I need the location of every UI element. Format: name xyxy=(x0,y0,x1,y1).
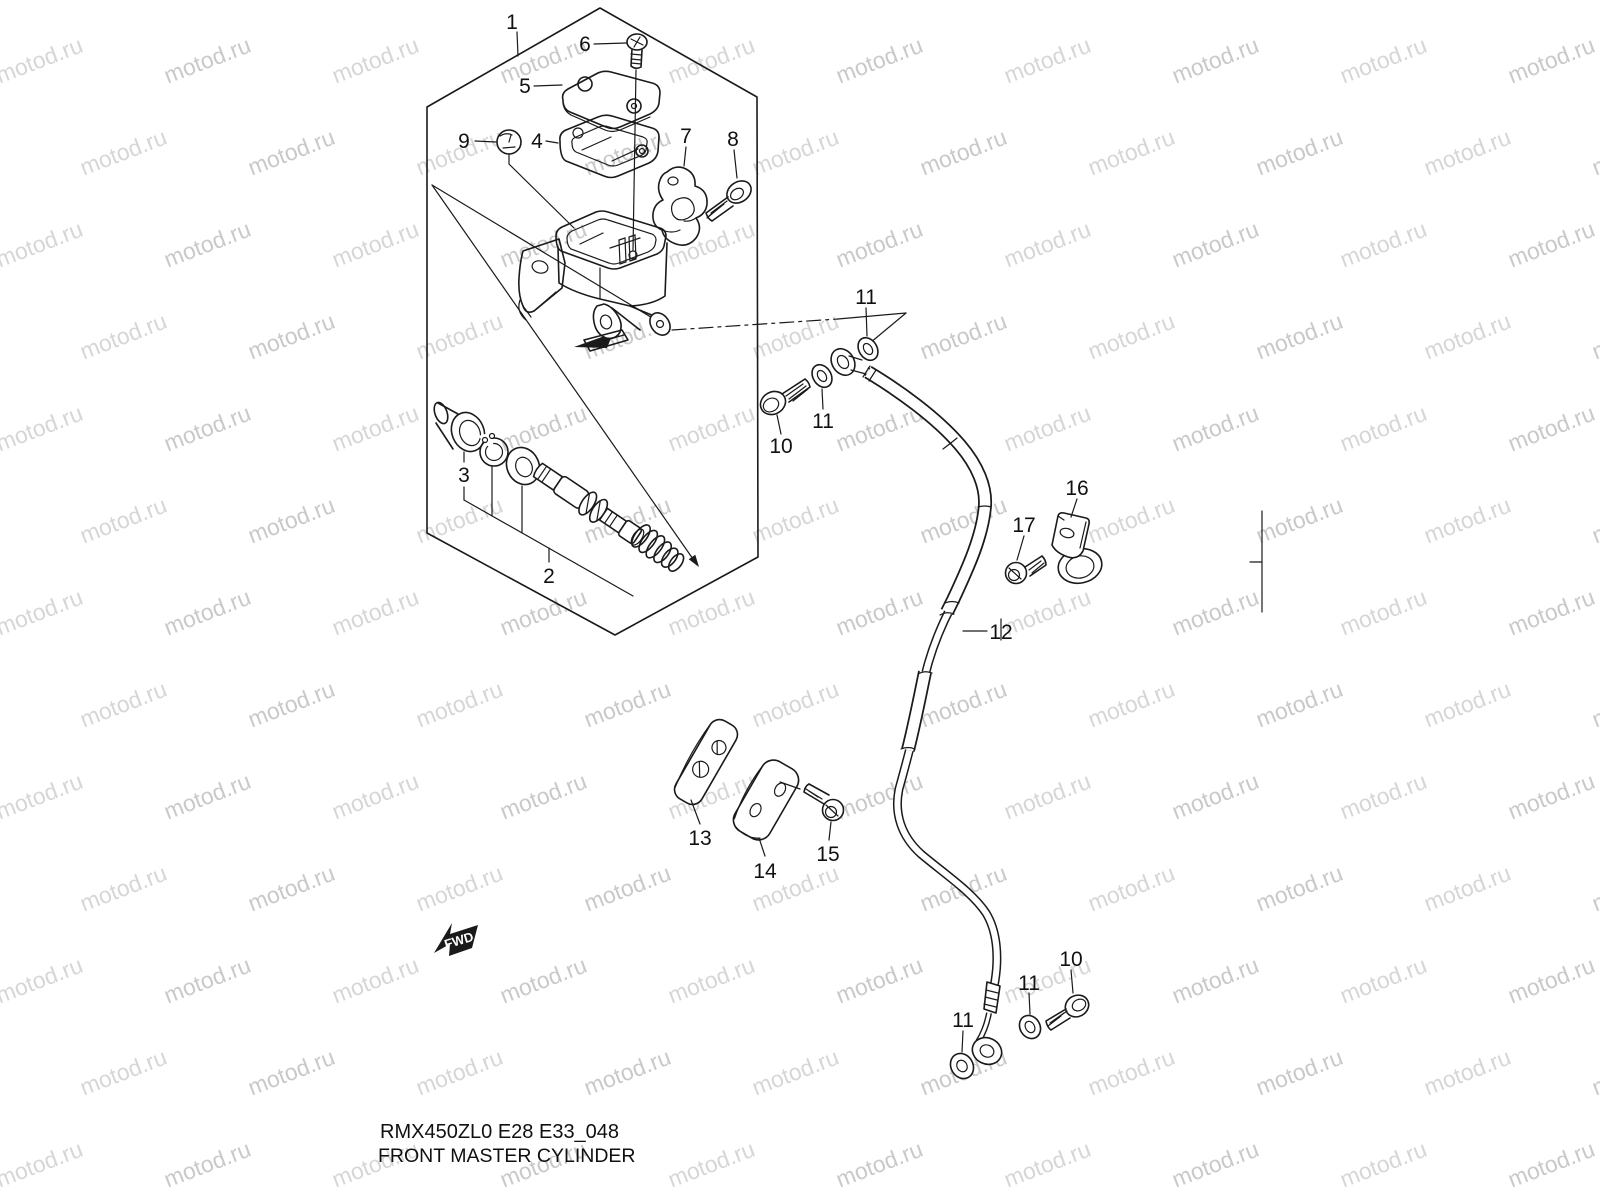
brake-hose xyxy=(862,365,1003,1066)
top-banjo-stack xyxy=(759,336,879,416)
callout-11-mid: 11 xyxy=(812,410,834,433)
part-holder-bolt xyxy=(705,180,752,222)
piston-washer xyxy=(505,446,541,486)
callout-leader-lines xyxy=(474,31,1078,1053)
kit-bracket-lines xyxy=(463,451,634,597)
callout-2: 2 xyxy=(543,565,555,588)
part-lever-holder xyxy=(652,166,708,246)
callout-11-bottom-right: 11 xyxy=(1018,972,1040,995)
callout-11-top: 11 xyxy=(855,286,877,309)
part-cap-screw xyxy=(626,33,648,251)
piston xyxy=(532,462,645,546)
hose-guide-group xyxy=(673,718,845,841)
circlip xyxy=(478,432,509,467)
callout-1: 1 xyxy=(506,11,518,34)
parts-box-outline xyxy=(426,7,759,636)
part-reservoir-cap xyxy=(561,70,661,133)
callout-12: 12 xyxy=(989,621,1012,644)
master-cylinder-body xyxy=(518,210,671,352)
footer-model-code: RMX450ZL0 E28 E33_048 xyxy=(380,1121,619,1143)
callout-10-top: 10 xyxy=(769,435,792,458)
footer-diagram-title: FRONT MASTER CYLINDER xyxy=(378,1145,636,1167)
page-tick-mark xyxy=(1249,510,1263,613)
part-diaphragm-plate xyxy=(496,129,575,229)
callout-17: 17 xyxy=(1012,514,1035,537)
callout-11-bottom-left: 11 xyxy=(952,1009,974,1032)
callout-5: 5 xyxy=(519,75,531,98)
callout-16: 16 xyxy=(1065,477,1088,500)
callout-14: 14 xyxy=(753,860,777,883)
callout-numbers: 1 6 5 9 4 7 8 3 2 11 11 10 16 17 12 13 1… xyxy=(458,11,1089,1032)
hose-clamp-group xyxy=(1004,512,1103,585)
return-spring xyxy=(631,524,685,572)
bottom-banjo-stack xyxy=(949,994,1090,1080)
callout-13: 13 xyxy=(688,827,711,850)
callout-7: 7 xyxy=(680,125,692,148)
callout-8: 8 xyxy=(727,128,739,151)
callout-15: 15 xyxy=(816,843,839,866)
callout-9: 9 xyxy=(458,130,470,153)
callout-6: 6 xyxy=(579,33,591,56)
fwd-arrow: FWD xyxy=(434,923,478,956)
callout-3: 3 xyxy=(458,464,470,487)
callout-10-bottom: 10 xyxy=(1059,948,1082,971)
part-piston-kit xyxy=(463,432,685,597)
part-boot xyxy=(433,401,486,453)
callout-4: 4 xyxy=(531,130,543,153)
pointer-lines xyxy=(431,184,699,567)
part-diaphragm-tray xyxy=(559,114,660,179)
footer: RMX450ZL0 E28 E33_048 FRONT MASTER CYLIN… xyxy=(378,1121,636,1167)
